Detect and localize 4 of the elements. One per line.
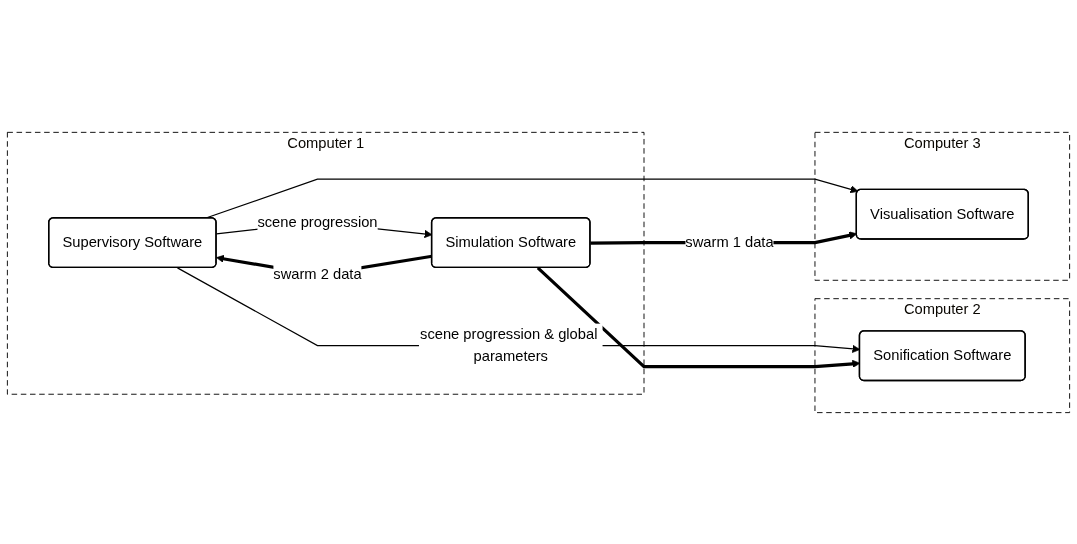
edge-label: swarm 1 data [685, 233, 774, 250]
edge-label: scene progression & global parameters [420, 325, 598, 364]
edge-label: swarm 2 data [273, 266, 362, 282]
edge-label: scene progression [257, 213, 378, 230]
